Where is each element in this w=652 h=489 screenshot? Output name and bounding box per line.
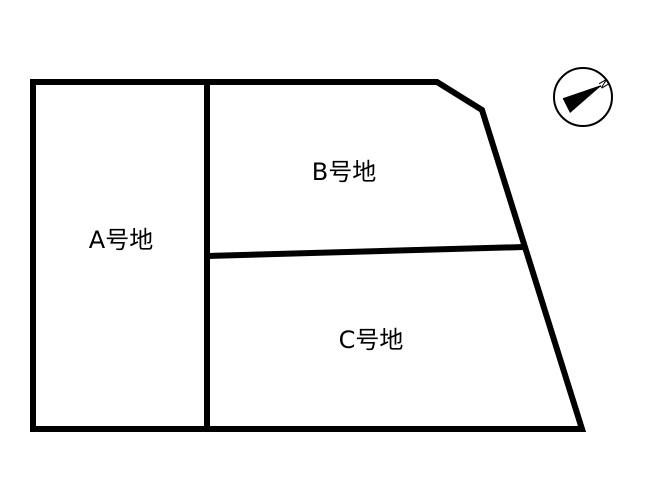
lot-c-label: C号地 (339, 326, 404, 354)
lot-divider-bc (206, 244, 525, 259)
lot-a-label: A号地 (89, 226, 153, 254)
parcel-boundary (30, 79, 587, 432)
north-arrow-icon: N (553, 67, 613, 127)
lot-b-label: B号地 (312, 158, 376, 186)
